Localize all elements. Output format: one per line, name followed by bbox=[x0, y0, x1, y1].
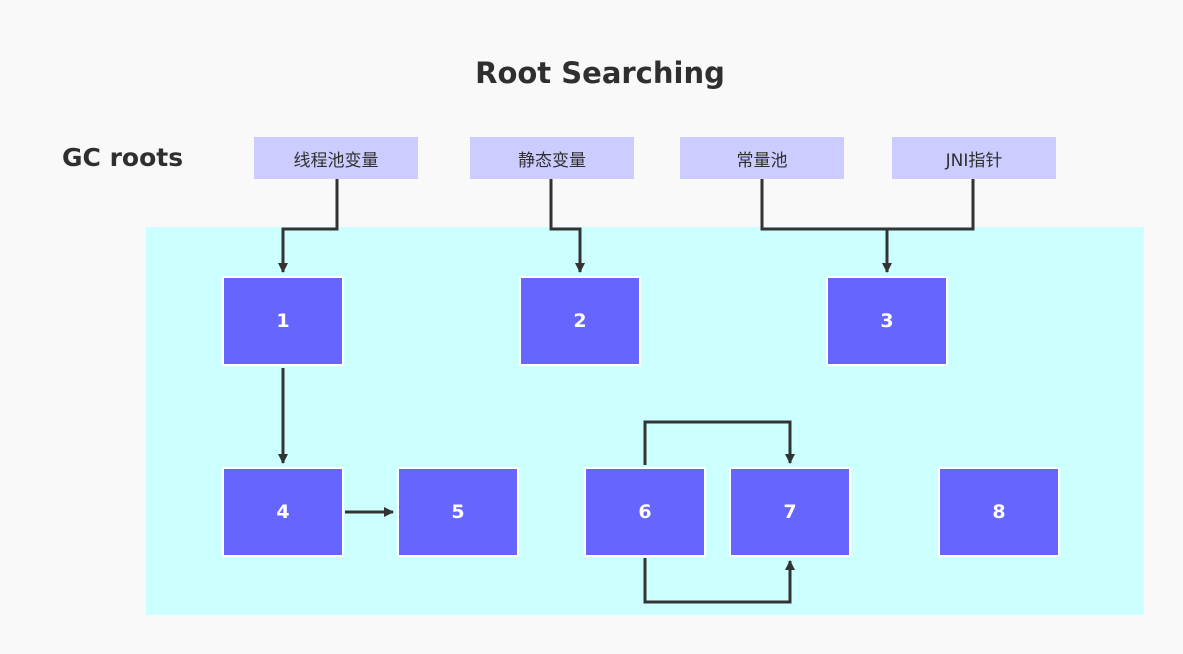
edge-root-constant-pool-to-3 bbox=[760, 179, 975, 231]
object-node-3: 3 bbox=[826, 276, 948, 366]
object-node-7: 7 bbox=[729, 467, 851, 557]
object-node-1: 1 bbox=[222, 276, 344, 366]
object-node-2: 2 bbox=[519, 276, 641, 366]
object-node-6: 6 bbox=[584, 467, 706, 557]
root-thread-pool-variable: 线程池变量 bbox=[254, 137, 418, 179]
root-constant-pool: 常量池 bbox=[680, 137, 844, 179]
watermark bbox=[1055, 617, 1170, 637]
object-node-5: 5 bbox=[397, 467, 519, 557]
root-static-variable: 静态变量 bbox=[470, 137, 634, 179]
object-node-8: 8 bbox=[938, 467, 1060, 557]
root-jni-pointer: JNI指针 bbox=[892, 137, 1056, 179]
diagram-title: Root Searching bbox=[475, 56, 725, 90]
gc-roots-label: GC roots bbox=[62, 143, 184, 172]
object-node-4: 4 bbox=[222, 467, 344, 557]
